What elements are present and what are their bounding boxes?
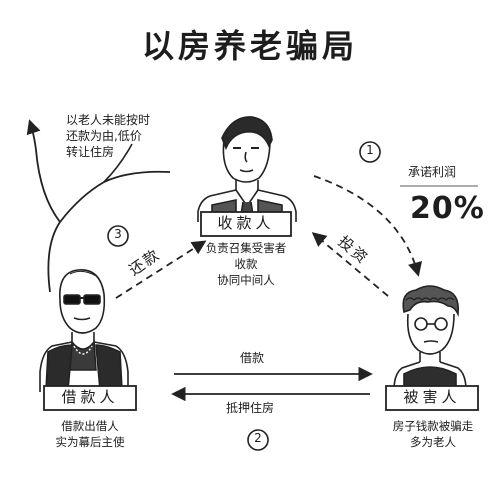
borrower-note-2: 实为幕后主使 xyxy=(55,435,125,449)
promise-rate: 20% xyxy=(410,191,485,226)
page-title: 以房养老骗局 xyxy=(141,27,358,65)
arrow-outcome xyxy=(30,122,171,293)
victim-note-2: 多为老人 xyxy=(410,435,456,449)
edge-label-mortgage: 抵押住房 xyxy=(226,401,275,415)
arrow-invest xyxy=(311,232,389,297)
step-circle-1 xyxy=(359,141,381,163)
step-circle-2 xyxy=(247,429,269,451)
arrow-step1-to-victim xyxy=(313,175,423,277)
collector-role-box xyxy=(200,211,292,237)
outcome-note-1: 以老人未能按时 xyxy=(66,113,151,127)
borrower-figure xyxy=(39,269,129,392)
victim-role-label: 被害人 xyxy=(403,388,461,406)
step-number-1: 1 xyxy=(366,143,374,157)
promise-label: 承诺利润 xyxy=(408,165,457,179)
collector-note-3: 协同中间人 xyxy=(217,273,275,287)
outcome-note-3: 转让住房 xyxy=(66,145,115,159)
step-number-3: 3 xyxy=(114,227,122,241)
edge-label-loan: 借款 xyxy=(240,351,265,365)
collector-role-label: 收款人 xyxy=(217,214,275,232)
arrow-repay xyxy=(115,240,207,299)
collector-note-1: 负责召集受害者 xyxy=(205,241,287,255)
step-circle-3 xyxy=(107,225,129,247)
collector-note-2: 收款 xyxy=(234,257,258,271)
borrower-note-1: 借款出借人 xyxy=(61,419,119,433)
victim-figure xyxy=(393,285,467,391)
victim-note-1: 房子钱款被骗走 xyxy=(392,419,474,433)
borrower-role-box xyxy=(43,385,137,411)
victim-role-box xyxy=(385,385,479,411)
outcome-note-2: 还款为由,低价 xyxy=(66,129,142,143)
borrower-role-label: 借款人 xyxy=(61,388,119,406)
step-number-2: 2 xyxy=(254,431,262,445)
